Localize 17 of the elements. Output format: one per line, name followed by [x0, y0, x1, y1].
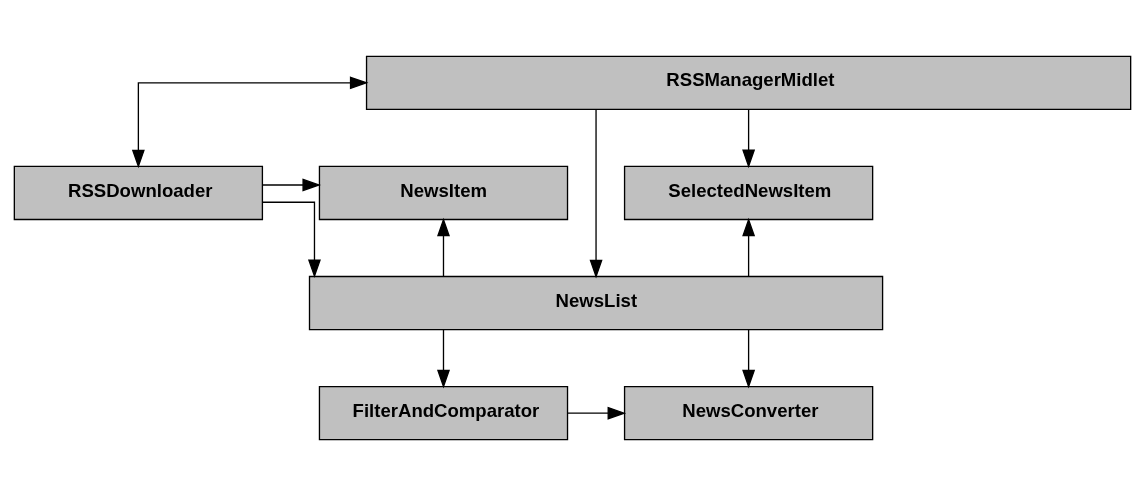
node-box: SelectedNewsItem — [623, 165, 874, 220]
arrow — [566, 406, 627, 420]
node-box: NewsConverter — [623, 385, 874, 440]
node-box: NewsItem — [318, 165, 569, 220]
arrow — [131, 75, 369, 168]
arrow — [437, 217, 450, 277]
arrow — [437, 328, 450, 388]
node-box: NewsList — [308, 275, 884, 330]
arrow — [742, 108, 756, 168]
node-box: RSSManagerMidlet — [365, 55, 1132, 110]
node-box: RSSDownloader — [13, 165, 264, 220]
arrow — [742, 328, 756, 388]
arrow — [261, 201, 321, 278]
arrow — [589, 108, 603, 278]
arrow — [261, 177, 321, 191]
node-box: FilterAndComparator — [318, 385, 569, 440]
arrow — [742, 217, 756, 277]
